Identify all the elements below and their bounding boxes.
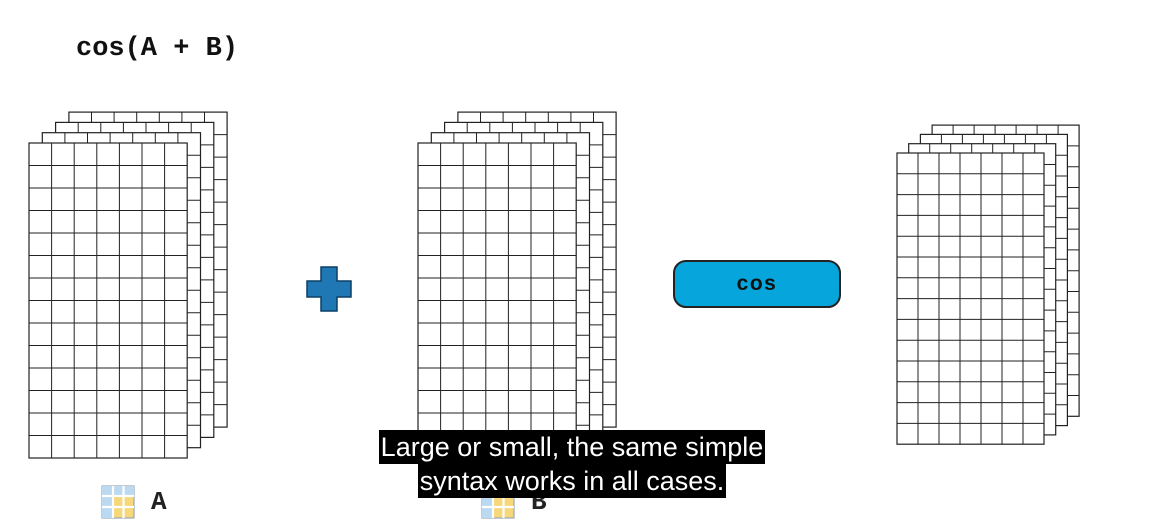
expression-title: cos(A + B): [76, 34, 239, 64]
matrix-layer: [417, 142, 577, 459]
matrix-layer: [28, 142, 188, 459]
subtitle-caption: Large or small, the same simple syntax w…: [0, 430, 1144, 498]
plus-icon: [306, 266, 352, 312]
matrix-layer: [896, 152, 1045, 445]
caption-line-2: syntax works in all cases.: [417, 464, 727, 498]
cos-function-button[interactable]: cos: [673, 260, 841, 308]
workspace-variable-icon: [101, 485, 135, 519]
result-matrix-stack: [896, 124, 1080, 445]
matrix-stack-a: [28, 111, 228, 459]
matrix-stack-b: [417, 111, 617, 459]
variable-a-label[interactable]: A: [101, 484, 167, 520]
variable-name: A: [151, 487, 167, 517]
caption-line-1: Large or small, the same simple: [378, 430, 766, 464]
